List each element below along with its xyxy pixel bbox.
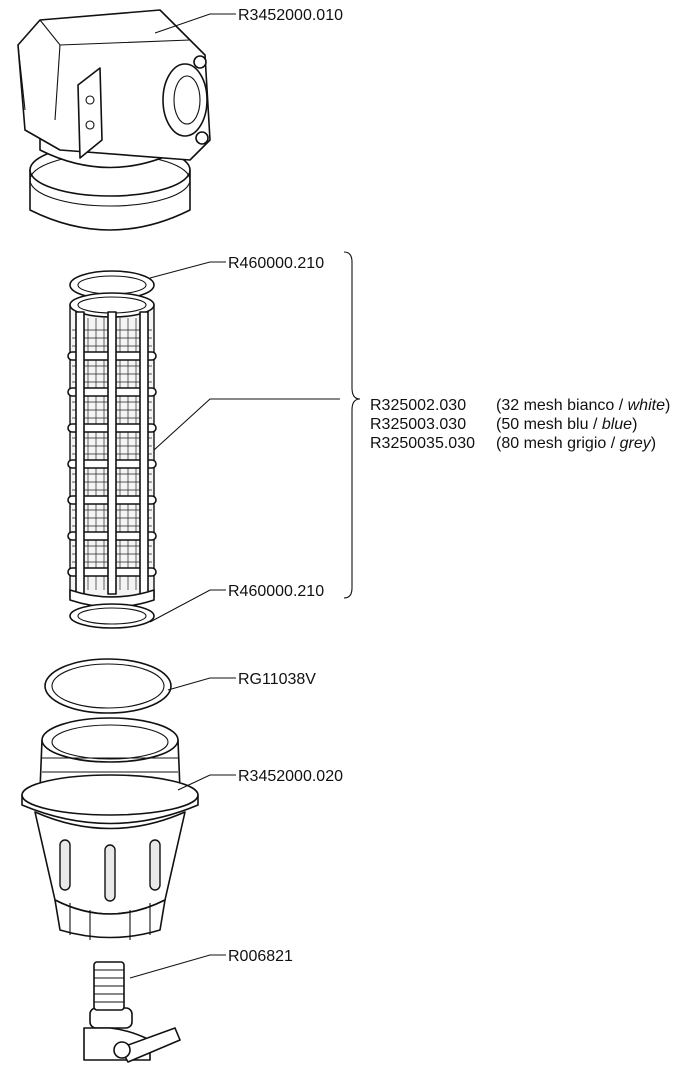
o-ring-part-number: RG11038V [238,671,316,688]
screen-option-code: R325002.030 [370,397,466,414]
filter-head-drawing [17,9,211,231]
top-seal-ring-drawing [69,270,155,300]
filter-screen-cartridge-drawing [67,292,157,608]
top-seal-part-number: R460000.210 [228,255,324,272]
screen-option-description: (50 mesh blu / blue) [496,416,637,433]
head-part-number: R3452000.010 [238,7,343,24]
bottom-seal-part-number: R460000.210 [228,583,324,600]
drain-valve-drawing [83,961,181,1063]
bowl-part-number: R3452000.020 [238,768,343,785]
screen-option-code: R3250035.030 [370,435,475,452]
filter-bowl-drawing [21,717,199,940]
screen-options-list: R325002.030 (32 mesh bianco / white) R32… [370,397,670,452]
screen-assembly-brace [343,251,361,599]
screen-option-code: R325003.030 [370,416,466,433]
o-ring-drawing [44,658,172,714]
drain-valve-part-number: R006821 [228,948,293,965]
screen-option-description: (32 mesh bianco / white) [496,397,670,414]
bottom-seal-ring-drawing [69,603,155,629]
screen-option-description: (80 mesh grigio / grey) [496,435,656,452]
leader-lines [129,13,340,979]
